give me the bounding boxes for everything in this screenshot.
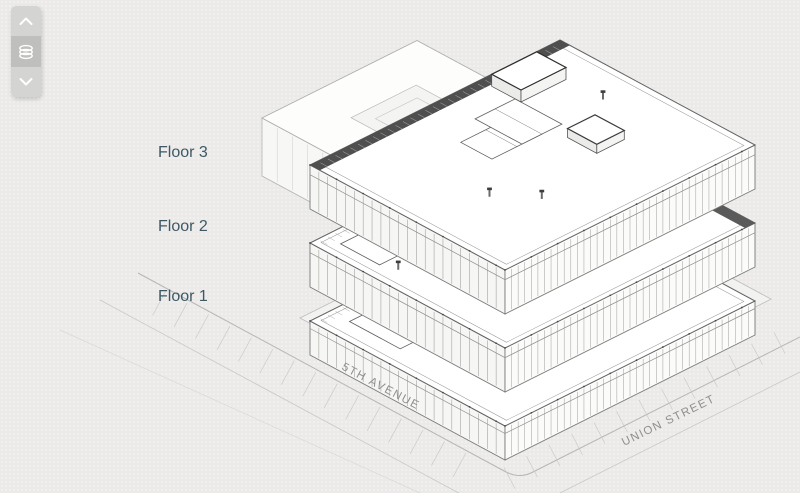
layers-button[interactable] — [11, 36, 41, 67]
floor-up-button[interactable] — [11, 6, 41, 36]
floor-selector-widget — [11, 6, 41, 97]
floor-label-floor-3[interactable]: Floor 3 — [158, 144, 208, 161]
floor-label-floor-1[interactable]: Floor 1 — [158, 288, 208, 305]
floor-down-button[interactable] — [11, 67, 41, 97]
chevron-down-icon — [18, 77, 34, 87]
layers-stack-icon — [17, 44, 35, 60]
floor-label-floor-2[interactable]: Floor 2 — [158, 218, 208, 235]
chevron-up-icon — [18, 16, 34, 26]
